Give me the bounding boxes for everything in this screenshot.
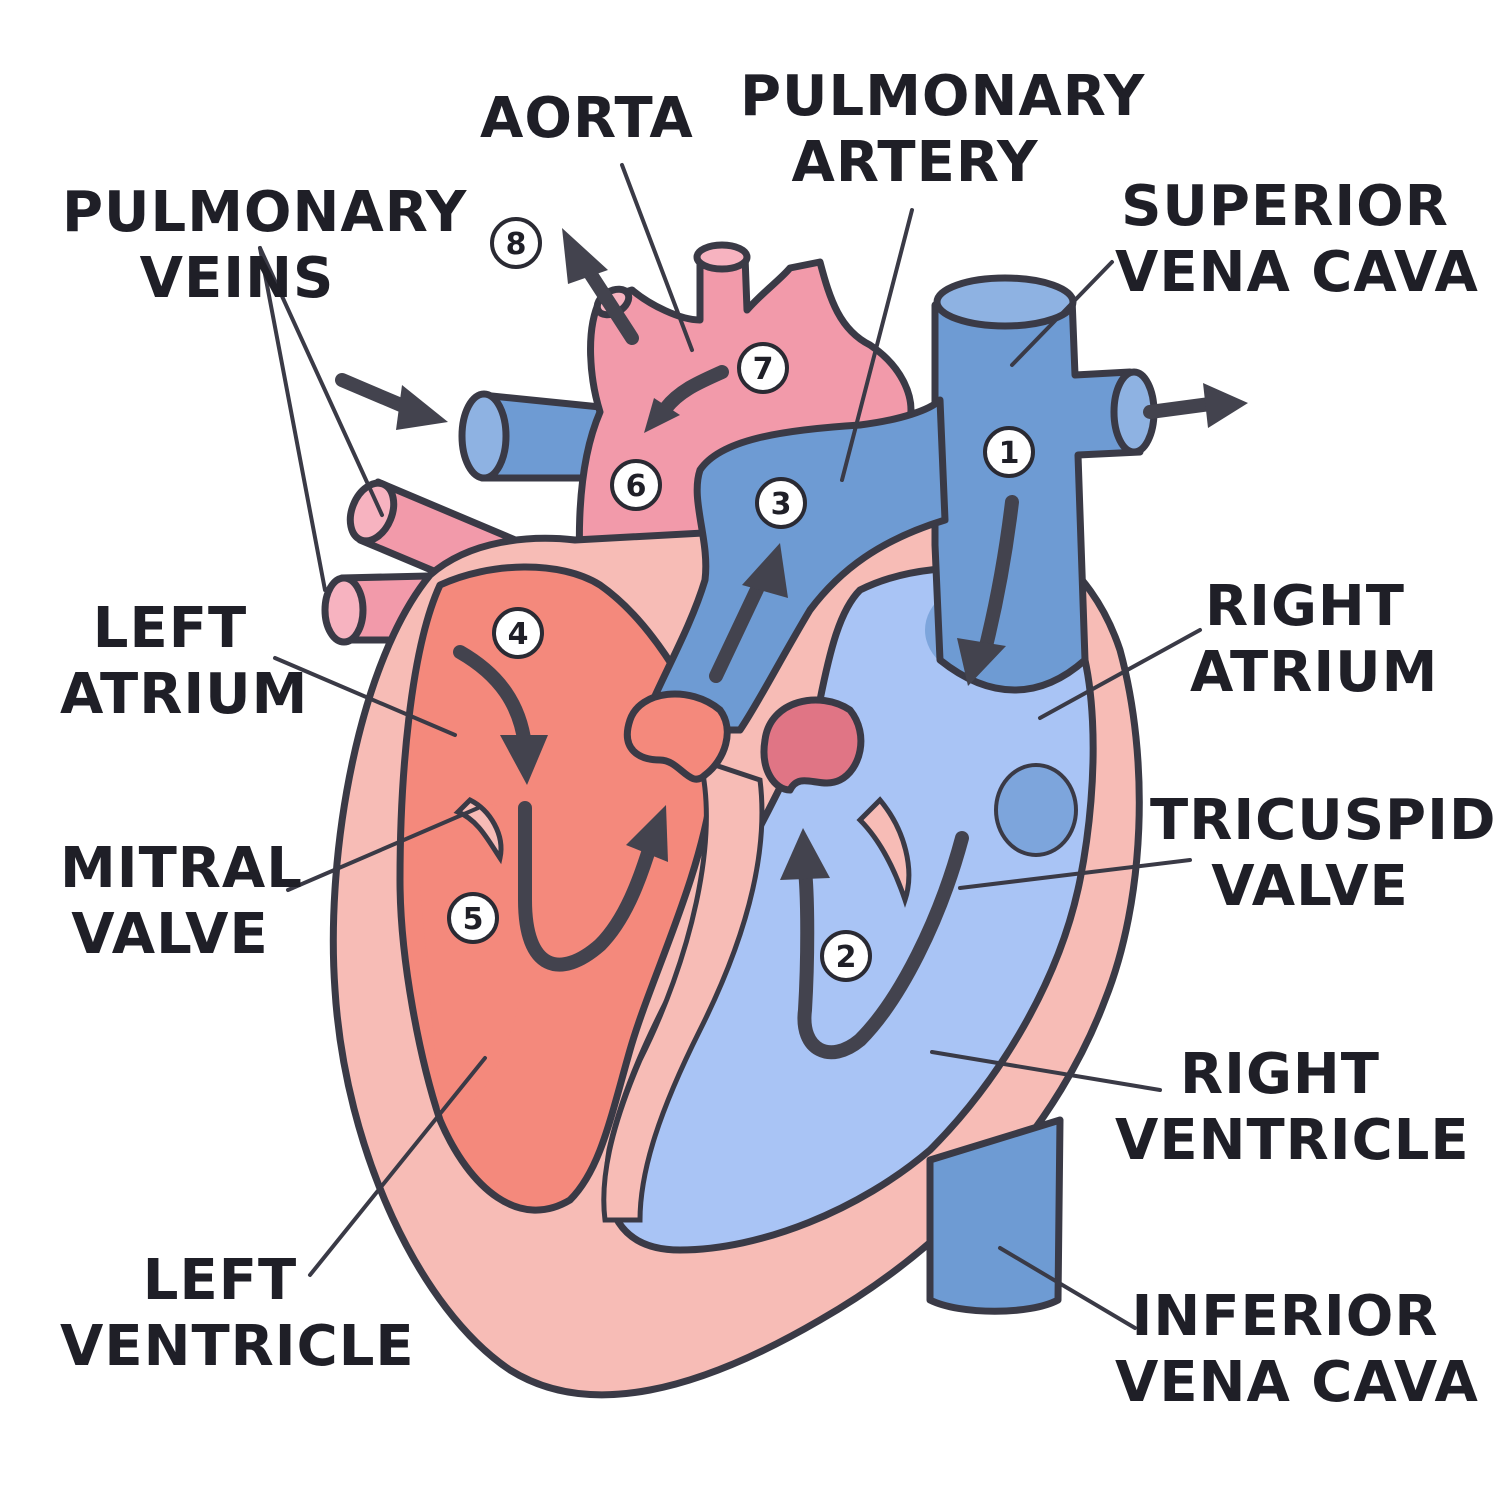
label-aorta: AORTA xyxy=(480,86,694,151)
tricuspid-valve-leaflets xyxy=(856,796,912,908)
svg-text:3: 3 xyxy=(771,487,792,522)
left-ventricle-lower xyxy=(415,803,520,1112)
mitral-valve-leaflets xyxy=(453,796,504,865)
svg-text:7: 7 xyxy=(753,352,774,387)
svg-text:8: 8 xyxy=(506,227,527,262)
svg-text:6: 6 xyxy=(626,469,647,504)
aortic-valve xyxy=(623,690,731,783)
svg-text:1: 1 xyxy=(999,436,1020,471)
step-markers: 1 2 3 4 5 6 7 8 xyxy=(447,217,1035,982)
septum xyxy=(601,756,765,1223)
step-marker-2: 2 xyxy=(820,930,872,982)
pulmonary-valve xyxy=(760,696,865,794)
svg-text:5: 5 xyxy=(463,902,484,937)
step-marker-8: 8 xyxy=(490,217,542,269)
step-marker-7: 7 xyxy=(737,342,789,394)
step-marker-4: 4 xyxy=(492,607,544,659)
blood-flow-arrows xyxy=(335,228,1248,1060)
leader-lines xyxy=(258,163,1202,1330)
svg-text:4: 4 xyxy=(508,617,529,652)
superior-vena-cava-vessel xyxy=(931,274,1158,694)
pulmonary-artery-trunk xyxy=(636,396,949,734)
step-marker-5: 5 xyxy=(447,892,499,944)
svg-text:2: 2 xyxy=(836,940,857,975)
right-atrium-shade-2 xyxy=(994,763,1078,857)
step-marker-1: 1 xyxy=(983,426,1035,478)
step-marker-3: 3 xyxy=(755,477,807,529)
step-marker-6: 6 xyxy=(610,459,662,511)
